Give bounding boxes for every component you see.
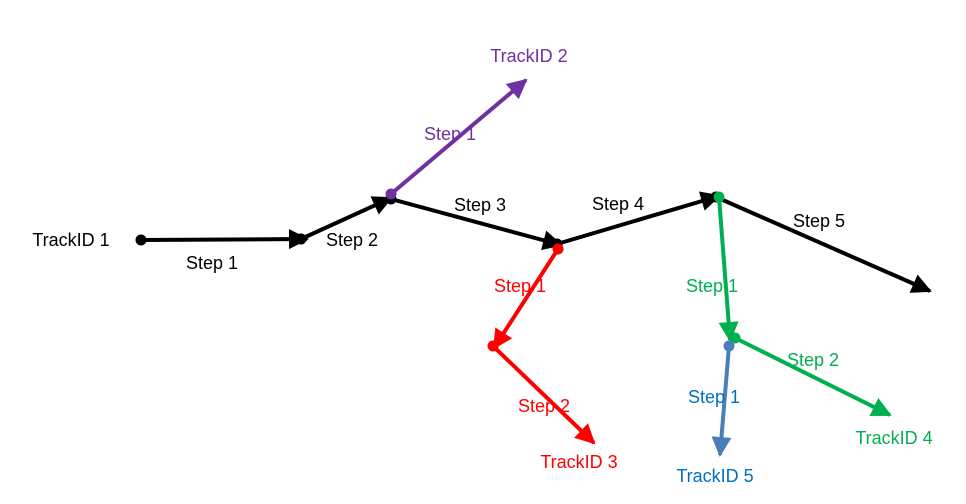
track-2 <box>385 78 528 200</box>
track1-step3-label: Step 3 <box>454 195 506 215</box>
track1-start-point <box>135 234 147 246</box>
track1-step3-arrow <box>390 197 563 250</box>
track-5 <box>711 340 735 457</box>
track3-label: TrackID 3 <box>540 452 617 472</box>
track1-label: TrackID 1 <box>32 230 109 250</box>
track4-step1-arrow <box>717 196 739 342</box>
track4-step2-label: Step 2 <box>787 350 839 370</box>
track5-start-point <box>723 340 735 352</box>
track1-step1-arrow <box>140 229 309 250</box>
track1-point-2 <box>295 233 307 245</box>
track1-step4-arrow <box>556 191 721 246</box>
track4-step2-arrow <box>734 336 892 417</box>
track3-step1-arrow <box>492 247 560 350</box>
track3-step2-arrow <box>491 344 596 445</box>
track5-step1-arrow <box>711 345 732 457</box>
track3-step1-label: Step 1 <box>494 276 546 296</box>
track1-step5-label: Step 5 <box>793 211 845 231</box>
track1-step4-label: Step 4 <box>592 194 644 214</box>
track3-start-point <box>552 243 564 255</box>
track2-start-point <box>385 188 397 200</box>
track-4 <box>713 191 892 417</box>
track4-point-2 <box>729 332 741 344</box>
track1-step2-arrow <box>300 196 393 241</box>
track4-label: TrackID 4 <box>855 428 932 448</box>
track2-step1-label: Step 1 <box>424 124 476 144</box>
track1-step1-label: Step 1 <box>186 253 238 273</box>
track4-start-point <box>713 191 725 203</box>
track-3 <box>487 243 596 445</box>
track2-step1-arrow <box>389 78 528 196</box>
track1-step5-arrow <box>715 195 932 293</box>
track3-step2-label: Step 2 <box>518 396 570 416</box>
track5-step1-label: Step 1 <box>688 387 740 407</box>
track3-point-2 <box>487 340 499 352</box>
track5-label: TrackID 5 <box>676 466 753 486</box>
track4-step1-label: Step 1 <box>686 276 738 296</box>
track1-step2-label: Step 2 <box>326 230 378 250</box>
track2-label: TrackID 2 <box>490 46 567 66</box>
